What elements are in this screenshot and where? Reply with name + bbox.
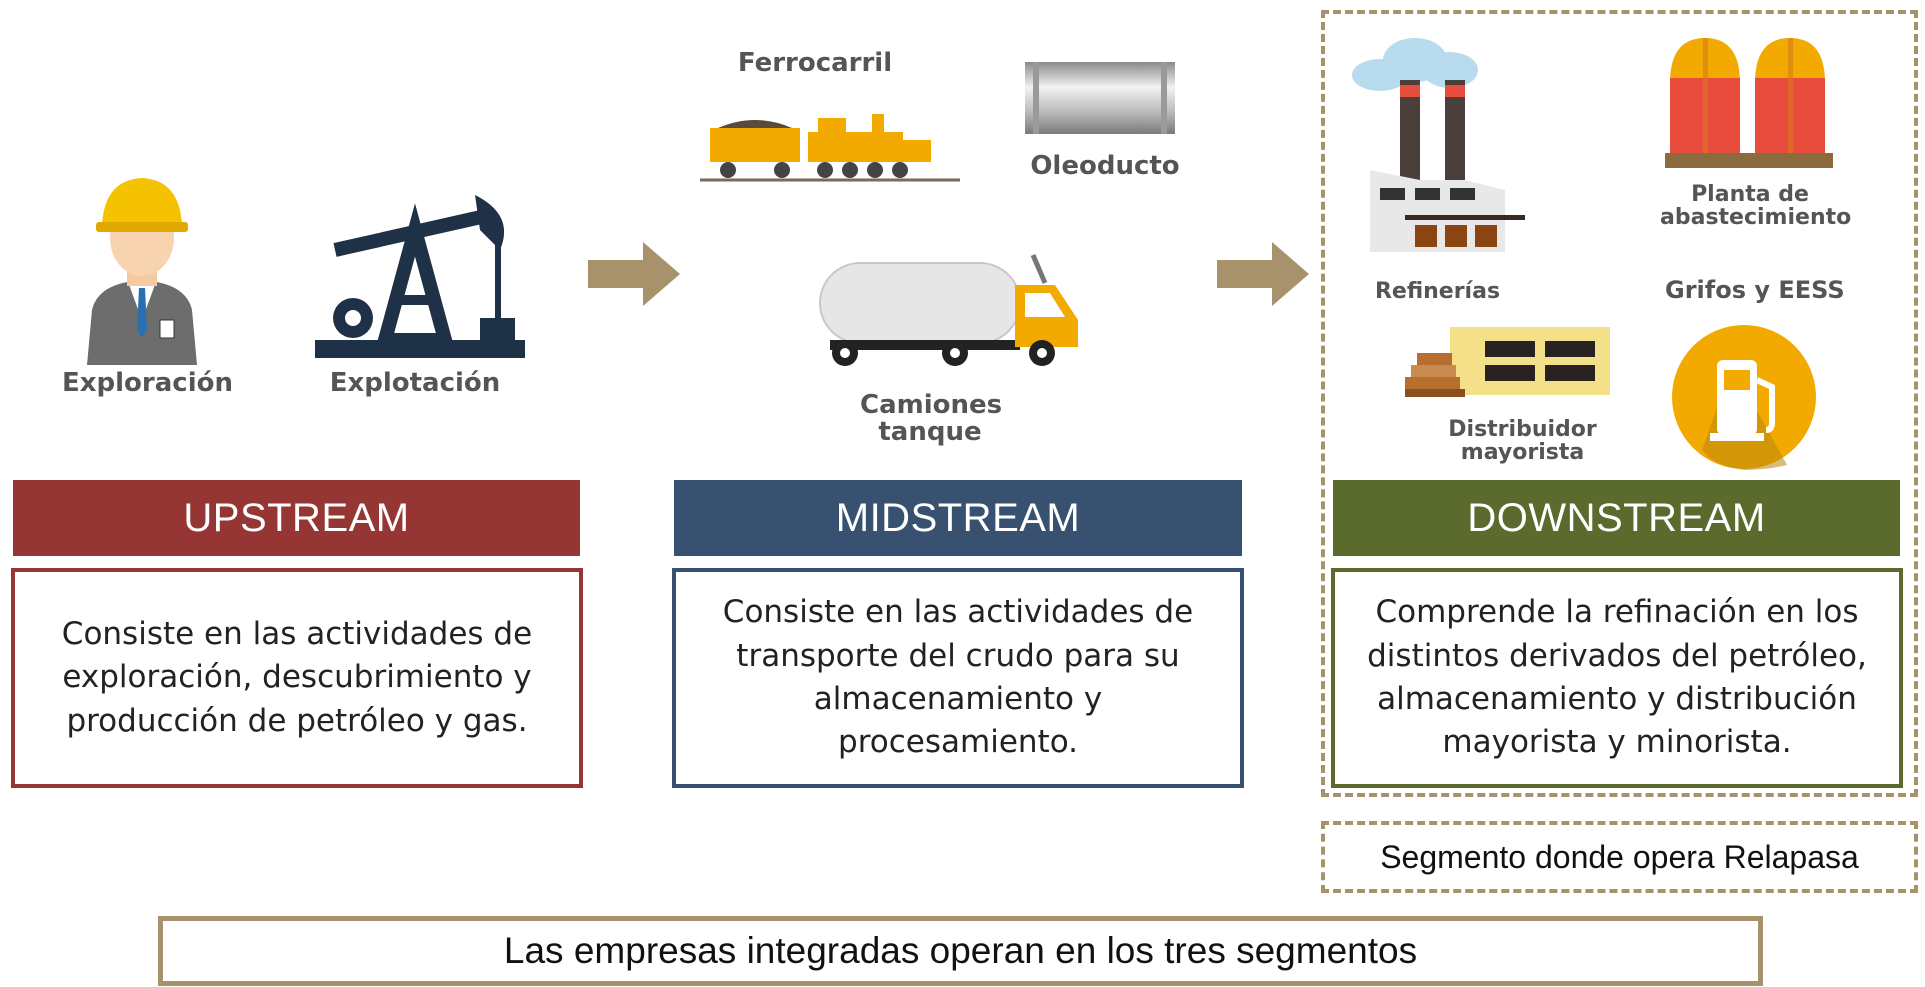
worker-icon xyxy=(87,178,197,365)
downstream-description-box: Comprende la refinación en los distintos… xyxy=(1331,568,1903,788)
wholesale-warehouse-icon xyxy=(1405,327,1610,397)
integrated-note-box: Las empresas integradas operan en los tr… xyxy=(158,916,1763,986)
wholesale-label: Distribuidor mayorista xyxy=(1448,417,1597,466)
tanker-truck-icon xyxy=(819,254,1078,366)
relapasa-note: Segmento donde opera Relapasa xyxy=(1380,838,1859,875)
refinery-icon xyxy=(1352,38,1525,252)
pipeline-icon xyxy=(1025,62,1175,134)
pipeline-label: Oleoducto xyxy=(1030,151,1180,181)
downstream-dashed-frame xyxy=(1321,10,1918,797)
gas-station-label: Grifos y EESS xyxy=(1665,276,1845,304)
exploration-label: Exploración xyxy=(62,368,233,398)
exploitation-label: Explotación xyxy=(329,368,501,398)
storage-tanks-icon xyxy=(1665,38,1833,168)
upstream-header: UPSTREAM xyxy=(13,480,580,556)
downstream-description: Comprende la refinación en los distintos… xyxy=(1367,594,1867,761)
gas-pump-icon xyxy=(1672,325,1816,470)
downstream-header: DOWNSTREAM xyxy=(1333,480,1900,556)
arrow-icon xyxy=(588,242,680,306)
upstream-description: Consiste en las actividades de exploraci… xyxy=(61,615,533,739)
refinery-label: Refinerías xyxy=(1374,279,1501,304)
tanker-label: Camiones tanque xyxy=(860,390,1003,448)
integrated-note: Las empresas integradas operan en los tr… xyxy=(503,930,1418,971)
train-icon xyxy=(700,114,960,182)
arrow-icon xyxy=(1217,242,1309,306)
storage-label: Planta de abastecimiento xyxy=(1660,182,1852,231)
midstream-description-box: Consiste en las actividades de transport… xyxy=(672,568,1244,788)
pumpjack-icon xyxy=(315,195,525,358)
railway-label: Ferrocarril xyxy=(737,48,893,78)
midstream-header: MIDSTREAM xyxy=(674,480,1242,556)
midstream-description: Consiste en las actividades de transport… xyxy=(722,594,1194,761)
upstream-description-box: Consiste en las actividades de exploraci… xyxy=(11,568,583,788)
relapasa-note-box: Segmento donde opera Relapasa xyxy=(1321,821,1918,893)
